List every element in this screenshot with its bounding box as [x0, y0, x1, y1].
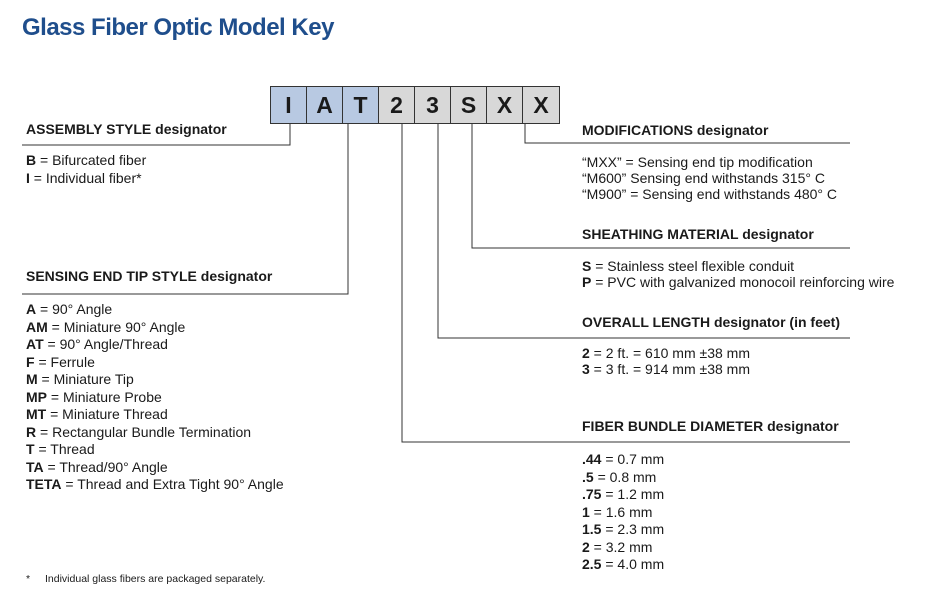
bundle-heading: FIBER BUNDLE DIAMETER designator: [582, 418, 839, 434]
connector-bundle: [401, 123, 850, 443]
list-item: .5 = 0.8 mm: [582, 468, 657, 485]
list-item: TA = Thread/90° Angle: [26, 458, 168, 475]
sheathing-heading: SHEATHING MATERIAL designator: [582, 226, 814, 242]
code-char-assembly: I: [271, 87, 307, 123]
list-item: F = Ferrule: [26, 353, 95, 370]
code-char-tip-1: A: [307, 87, 343, 123]
list-item: 1 = 1.6 mm: [582, 503, 653, 520]
footnote-marker: *: [26, 573, 31, 585]
list-item: .75 = 1.2 mm: [582, 486, 665, 502]
list-item: 2 = 3.2 mm: [582, 538, 653, 555]
list-item: 2.5 = 4.0 mm: [582, 556, 665, 572]
list-item: “M900” = Sensing end withstands 480° C: [582, 186, 838, 202]
sheathing-list: S = Stainless steel flexible conduit P =…: [582, 258, 894, 290]
list-item: 1.5 = 2.3 mm: [582, 521, 665, 537]
list-item: “M600” Sensing end withstands 315° C: [582, 170, 825, 186]
list-item: AT = 90° Angle/Thread: [26, 336, 168, 352]
list-item: A = 90° Angle: [26, 301, 113, 317]
mods-heading: MODIFICATIONS designator: [582, 122, 769, 138]
list-item: I = Individual fiber*: [26, 169, 142, 186]
list-item: 2 = 2 ft. = 610 mm ±38 mm: [582, 345, 750, 361]
model-code-bar: I A T 2 3 S X X: [270, 86, 560, 124]
list-item: MP = Miniature Probe: [26, 388, 162, 405]
connector-assembly: [22, 123, 291, 146]
list-item: .44 = 0.7 mm: [582, 451, 665, 467]
list-item: T = Thread: [26, 441, 95, 457]
footnote-text: Individual glass fibers are packaged sep…: [45, 573, 266, 585]
bundle-list: .44 = 0.7 mm .5 = 0.8 mm .75 = 1.2 mm 1 …: [582, 451, 664, 574]
list-item: R = Rectangular Bundle Termination: [26, 423, 252, 440]
code-char-mod-2: X: [523, 87, 559, 123]
length-list: 2 = 2 ft. = 610 mm ±38 mm 3 = 3 ft. = 91…: [582, 345, 750, 377]
list-item: P = PVC with galvanized monocoil reinfor…: [582, 274, 895, 290]
list-item: MT = Miniature Thread: [26, 406, 168, 422]
code-char-tip-2: T: [343, 87, 379, 123]
list-item: S = Stainless steel flexible conduit: [582, 258, 795, 274]
list-item: B = Bifurcated fiber: [26, 152, 147, 168]
list-item: TETA = Thread and Extra Tight 90° Angle: [26, 476, 284, 492]
list-item: 3 = 3 ft. = 914 mm ±38 mm: [582, 361, 750, 377]
connector-length: [437, 123, 850, 339]
code-char-bundle: 2: [379, 87, 415, 123]
tip-heading: SENSING END TIP STYLE designator: [26, 268, 273, 284]
connector-tip: [22, 123, 349, 295]
tip-list: A = 90° Angle AM = Miniature 90° Angle A…: [26, 301, 284, 494]
page-title: Glass Fiber Optic Model Key: [22, 14, 334, 41]
assembly-list: B = Bifurcated fiber I = Individual fibe…: [26, 152, 146, 187]
footnote: * Individual glass fibers are packaged se…: [26, 573, 265, 585]
code-char-sheathing: S: [451, 87, 487, 123]
list-item: AM = Miniature 90° Angle: [26, 318, 186, 335]
code-char-mod-1: X: [487, 87, 523, 123]
mods-list: “MXX” = Sensing end tip modification “M6…: [582, 154, 837, 202]
assembly-heading: ASSEMBLY STYLE designator: [26, 121, 227, 137]
length-heading: OVERALL LENGTH designator (in feet): [582, 314, 840, 330]
list-item: M = Miniature Tip: [26, 371, 134, 387]
connector-sheathing: [471, 123, 850, 249]
list-item: “MXX” = Sensing end tip modification: [582, 154, 813, 170]
code-char-length: 3: [415, 87, 451, 123]
connector-mods: [524, 123, 850, 144]
